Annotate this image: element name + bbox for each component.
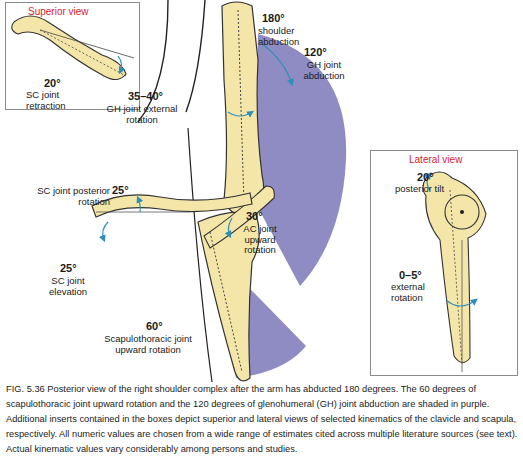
motion-label: posterior tilt bbox=[395, 184, 465, 195]
gh-abduction-arrow bbox=[262, 44, 292, 84]
motion-label: shoulder abduction bbox=[258, 26, 314, 47]
superior-reference bbox=[40, 30, 134, 58]
motion-label: SC joint retraction bbox=[26, 90, 88, 111]
angle-value: 25° bbox=[112, 184, 129, 196]
motion-label: SC joint posterior rotation bbox=[36, 186, 110, 207]
lateral-scapula bbox=[423, 172, 486, 363]
scapula-axis bbox=[210, 232, 242, 372]
clavicle bbox=[92, 193, 252, 217]
torso-outline bbox=[186, 0, 205, 112]
humeral-head-center bbox=[460, 210, 464, 214]
angle-value: 20° bbox=[44, 77, 61, 89]
lateral-dotted-line bbox=[450, 190, 462, 365]
gh-external-rotation-arrow bbox=[228, 112, 252, 116]
angle-value: 30° bbox=[246, 210, 263, 222]
motion-label: GH joint abduction bbox=[294, 60, 354, 81]
horizontal-reference bbox=[96, 212, 190, 213]
inset-title: Lateral view bbox=[409, 154, 462, 165]
inset-box: Superior view 20°SC joint retraction bbox=[5, 2, 140, 110]
angle-value: 60° bbox=[146, 320, 163, 332]
motion-label: external rotation bbox=[391, 282, 447, 303]
angle-value: 180° bbox=[262, 12, 285, 24]
motion-label: SC joint elevation bbox=[38, 276, 98, 297]
elevation-arrow bbox=[138, 198, 140, 212]
angle-value: 20° bbox=[417, 171, 434, 183]
superior-clavicle bbox=[12, 16, 126, 80]
ac-rotation-arrow bbox=[228, 218, 232, 236]
motion-label: Scapulothoracic joint upward rotation bbox=[100, 334, 196, 355]
inset-title: Superior view bbox=[28, 6, 89, 17]
posterior-rotation-arrow bbox=[103, 222, 108, 240]
figure-caption: FIG. 5.36 Posterior view of the right sh… bbox=[6, 382, 518, 457]
inset-box: Lateral view 20°posterior tilt 0–5°externa… bbox=[370, 150, 518, 376]
superior-dotted-line bbox=[40, 30, 126, 76]
angle-value: 25° bbox=[60, 262, 77, 274]
motion-label: GH joint external rotation bbox=[104, 104, 180, 125]
angle-value: 0–5° bbox=[399, 269, 422, 281]
humerus-axis bbox=[238, 10, 244, 205]
angle-value: 35–40° bbox=[128, 90, 163, 102]
external-rotation-arrow bbox=[446, 300, 476, 306]
angle-value: 120° bbox=[304, 46, 327, 58]
humeral-head bbox=[445, 195, 479, 229]
retraction-arrow bbox=[118, 56, 122, 72]
humerus bbox=[222, 2, 264, 215]
motion-label: AC joint upward rotation bbox=[234, 224, 286, 256]
